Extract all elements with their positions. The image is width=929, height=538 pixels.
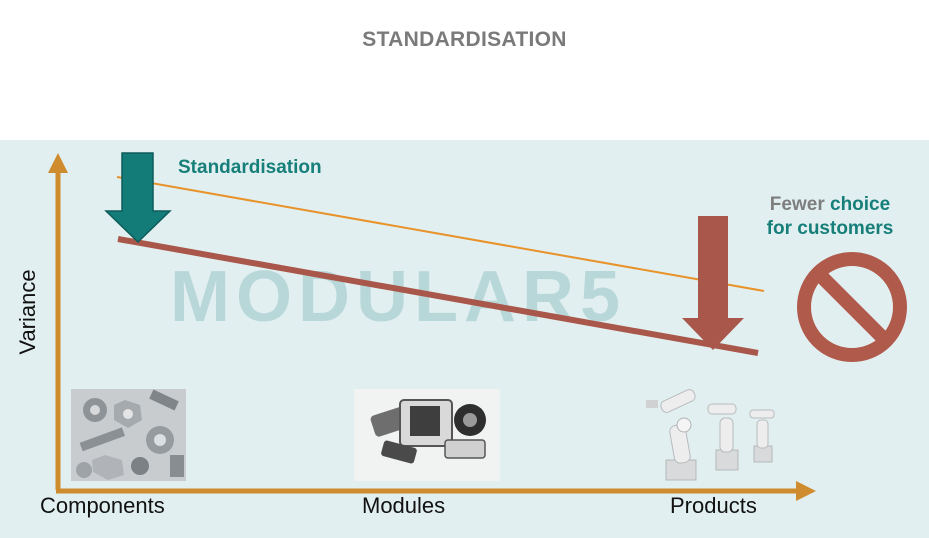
prohibition-icon [797, 252, 907, 362]
products-photo [640, 385, 785, 483]
fewer-word: Fewer [769, 194, 825, 215]
standardisation-label: Standardisation [178, 157, 322, 178]
arrow-down-icon [104, 152, 172, 244]
x-label-components: Components [40, 493, 165, 518]
watermark-logo: MODULAR5 [170, 257, 626, 337]
x-label-modules: Modules [362, 493, 446, 518]
choice-word: choice [830, 194, 891, 215]
x-label-products: Products [670, 493, 757, 518]
axes [48, 153, 816, 501]
y-axis-arrowhead [48, 153, 68, 173]
arrow-down-icon [682, 216, 744, 350]
y-axis-label: Variance [15, 269, 40, 355]
x-axis-arrowhead [796, 481, 816, 501]
components-photo [71, 389, 186, 481]
page-title: STANDARDISATION [362, 28, 567, 51]
fewer-choice-label: Fewer choice for customers [740, 193, 920, 241]
previous-variance-line [116, 176, 765, 292]
standardised-variance-line [117, 236, 759, 356]
for-customers-text: for customers [766, 218, 894, 239]
modules-photo [354, 389, 500, 481]
